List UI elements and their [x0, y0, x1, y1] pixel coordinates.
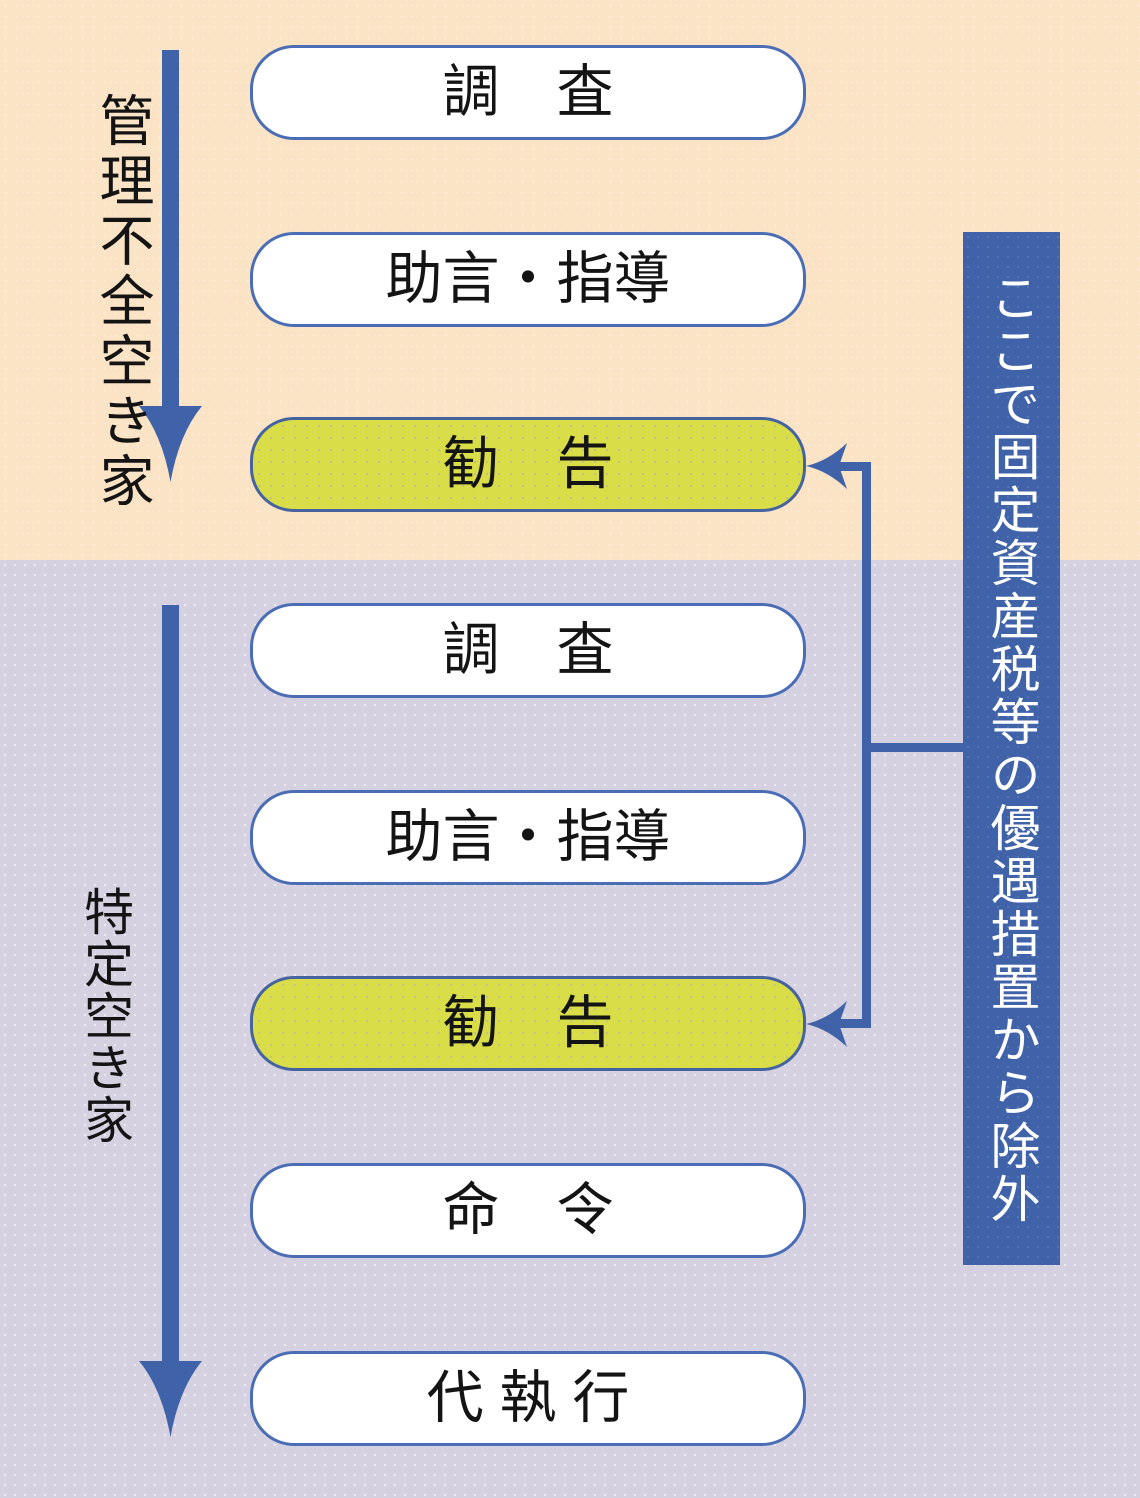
- step-administrative-execution: 代 執 行: [250, 1351, 806, 1446]
- tax-exclusion-banner: ここで固定資産税等の優遇措置から除外: [963, 232, 1060, 1265]
- label-mismanaged-vacant-house: 管理不全空き家: [91, 92, 153, 512]
- step-survey-top: 調 査: [250, 45, 806, 140]
- label-specified-vacant-house: 特定空き家: [77, 886, 133, 1146]
- step-order: 命 令: [250, 1163, 806, 1258]
- step-recommendation-bottom: 勧 告: [250, 976, 806, 1071]
- tax-exclusion-banner-text: ここで固定資産税等の優遇措置から除外: [983, 271, 1040, 1226]
- step-survey-bottom: 調 査: [250, 603, 806, 698]
- step-advice-guidance-top: 助言・指導: [250, 232, 806, 327]
- step-recommendation-top: 勧 告: [250, 417, 806, 512]
- step-advice-guidance-bottom: 助言・指導: [250, 790, 806, 885]
- section-specified-vacant-house: [0, 560, 1140, 1498]
